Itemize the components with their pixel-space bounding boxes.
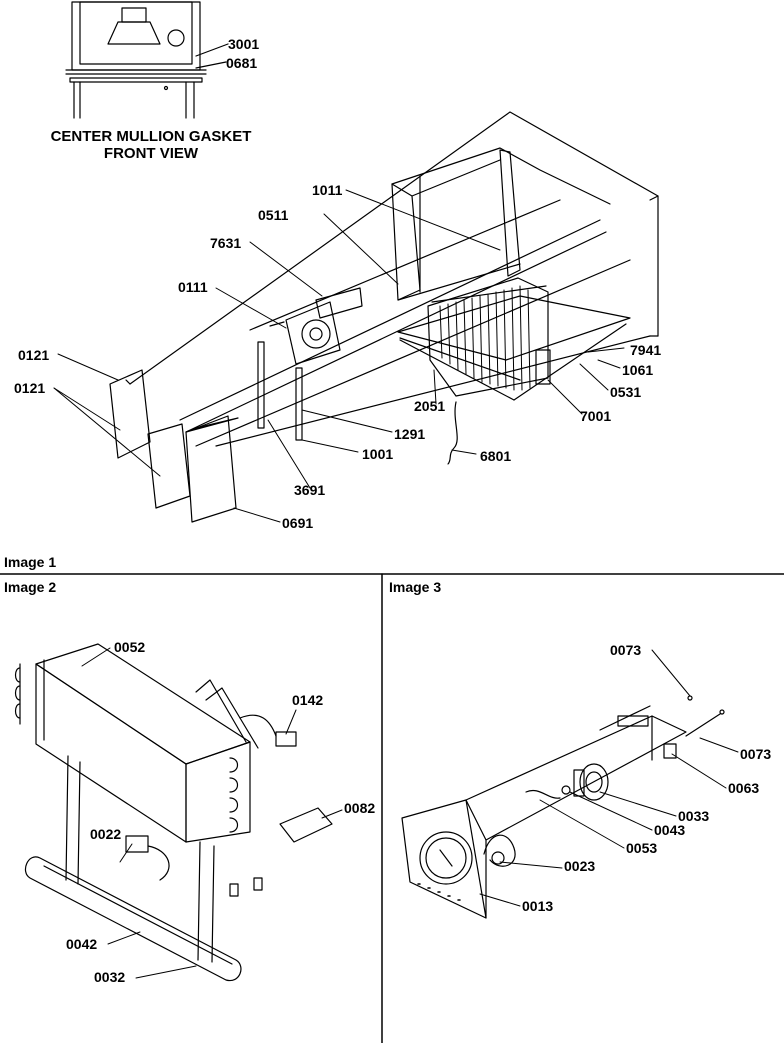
callout-0033: 0033 bbox=[678, 808, 710, 824]
image2-defrost-heater bbox=[25, 856, 242, 982]
image2-title: Image 2 bbox=[4, 579, 57, 595]
wire-harness bbox=[447, 401, 458, 465]
callout-1061: 1061 bbox=[622, 362, 654, 378]
callout-2051: 2051 bbox=[414, 398, 446, 414]
callout-7631: 7631 bbox=[210, 235, 242, 251]
mullion-strips bbox=[257, 341, 303, 441]
callout-0681: 0681 bbox=[226, 55, 258, 71]
callout-0032: 0032 bbox=[94, 969, 126, 985]
panel-dividers bbox=[0, 573, 784, 1043]
inset-caption-line2: FRONT VIEW bbox=[103, 145, 199, 162]
fan-assembly bbox=[269, 287, 363, 365]
callout-0142: 0142 bbox=[292, 692, 324, 708]
callout-0082: 0082 bbox=[344, 800, 376, 816]
callout-0043: 0043 bbox=[654, 822, 686, 838]
front-panels bbox=[109, 369, 239, 523]
callout-1291: 1291 bbox=[394, 426, 426, 442]
evaporator-coil bbox=[397, 277, 631, 401]
callout-0013: 0013 bbox=[522, 898, 554, 914]
inset-caption-line1: CENTER MULLION GASKET bbox=[50, 128, 252, 145]
callout-3001: 3001 bbox=[228, 36, 260, 52]
liner-housing bbox=[129, 111, 659, 447]
image3-fan-assembly bbox=[401, 695, 725, 919]
inset-caption: CENTER MULLION GASKET FRONT VIEW bbox=[30, 128, 272, 162]
callout-0073: 0073 bbox=[740, 746, 772, 762]
callout-0691: 0691 bbox=[282, 515, 314, 531]
callout-0511: 0511 bbox=[258, 207, 289, 223]
callout-0073: 0073 bbox=[610, 642, 642, 658]
callout-6801: 6801 bbox=[480, 448, 512, 464]
image2-components bbox=[125, 714, 333, 897]
image3-leader-lines bbox=[479, 649, 739, 907]
callout-0111: 0111 bbox=[178, 279, 208, 295]
callout-0042: 0042 bbox=[66, 936, 98, 952]
callout-0121: 0121 bbox=[14, 380, 46, 396]
callout-7941: 7941 bbox=[630, 342, 662, 358]
callout-0063: 0063 bbox=[728, 780, 760, 796]
image1-leader-lines bbox=[53, 189, 625, 523]
callout-0022: 0022 bbox=[90, 826, 122, 842]
image1-title: Image 1 bbox=[4, 554, 57, 570]
callout-0023: 0023 bbox=[564, 858, 596, 874]
center-mullion-inset bbox=[65, 1, 229, 119]
image3-title: Image 3 bbox=[389, 579, 442, 595]
callout-7001: 7001 bbox=[580, 408, 612, 424]
callout-0053: 0053 bbox=[626, 840, 658, 856]
callout-0531: 0531 bbox=[610, 384, 642, 400]
callout-1001: 1001 bbox=[362, 446, 394, 462]
image2-leader-lines bbox=[81, 647, 343, 979]
image2-evaporator bbox=[14, 643, 259, 963]
callout-3691: 3691 bbox=[294, 482, 326, 498]
callout-1011: 1011 bbox=[312, 182, 343, 198]
callout-0121: 0121 bbox=[18, 347, 50, 363]
callout-0052: 0052 bbox=[114, 639, 146, 655]
